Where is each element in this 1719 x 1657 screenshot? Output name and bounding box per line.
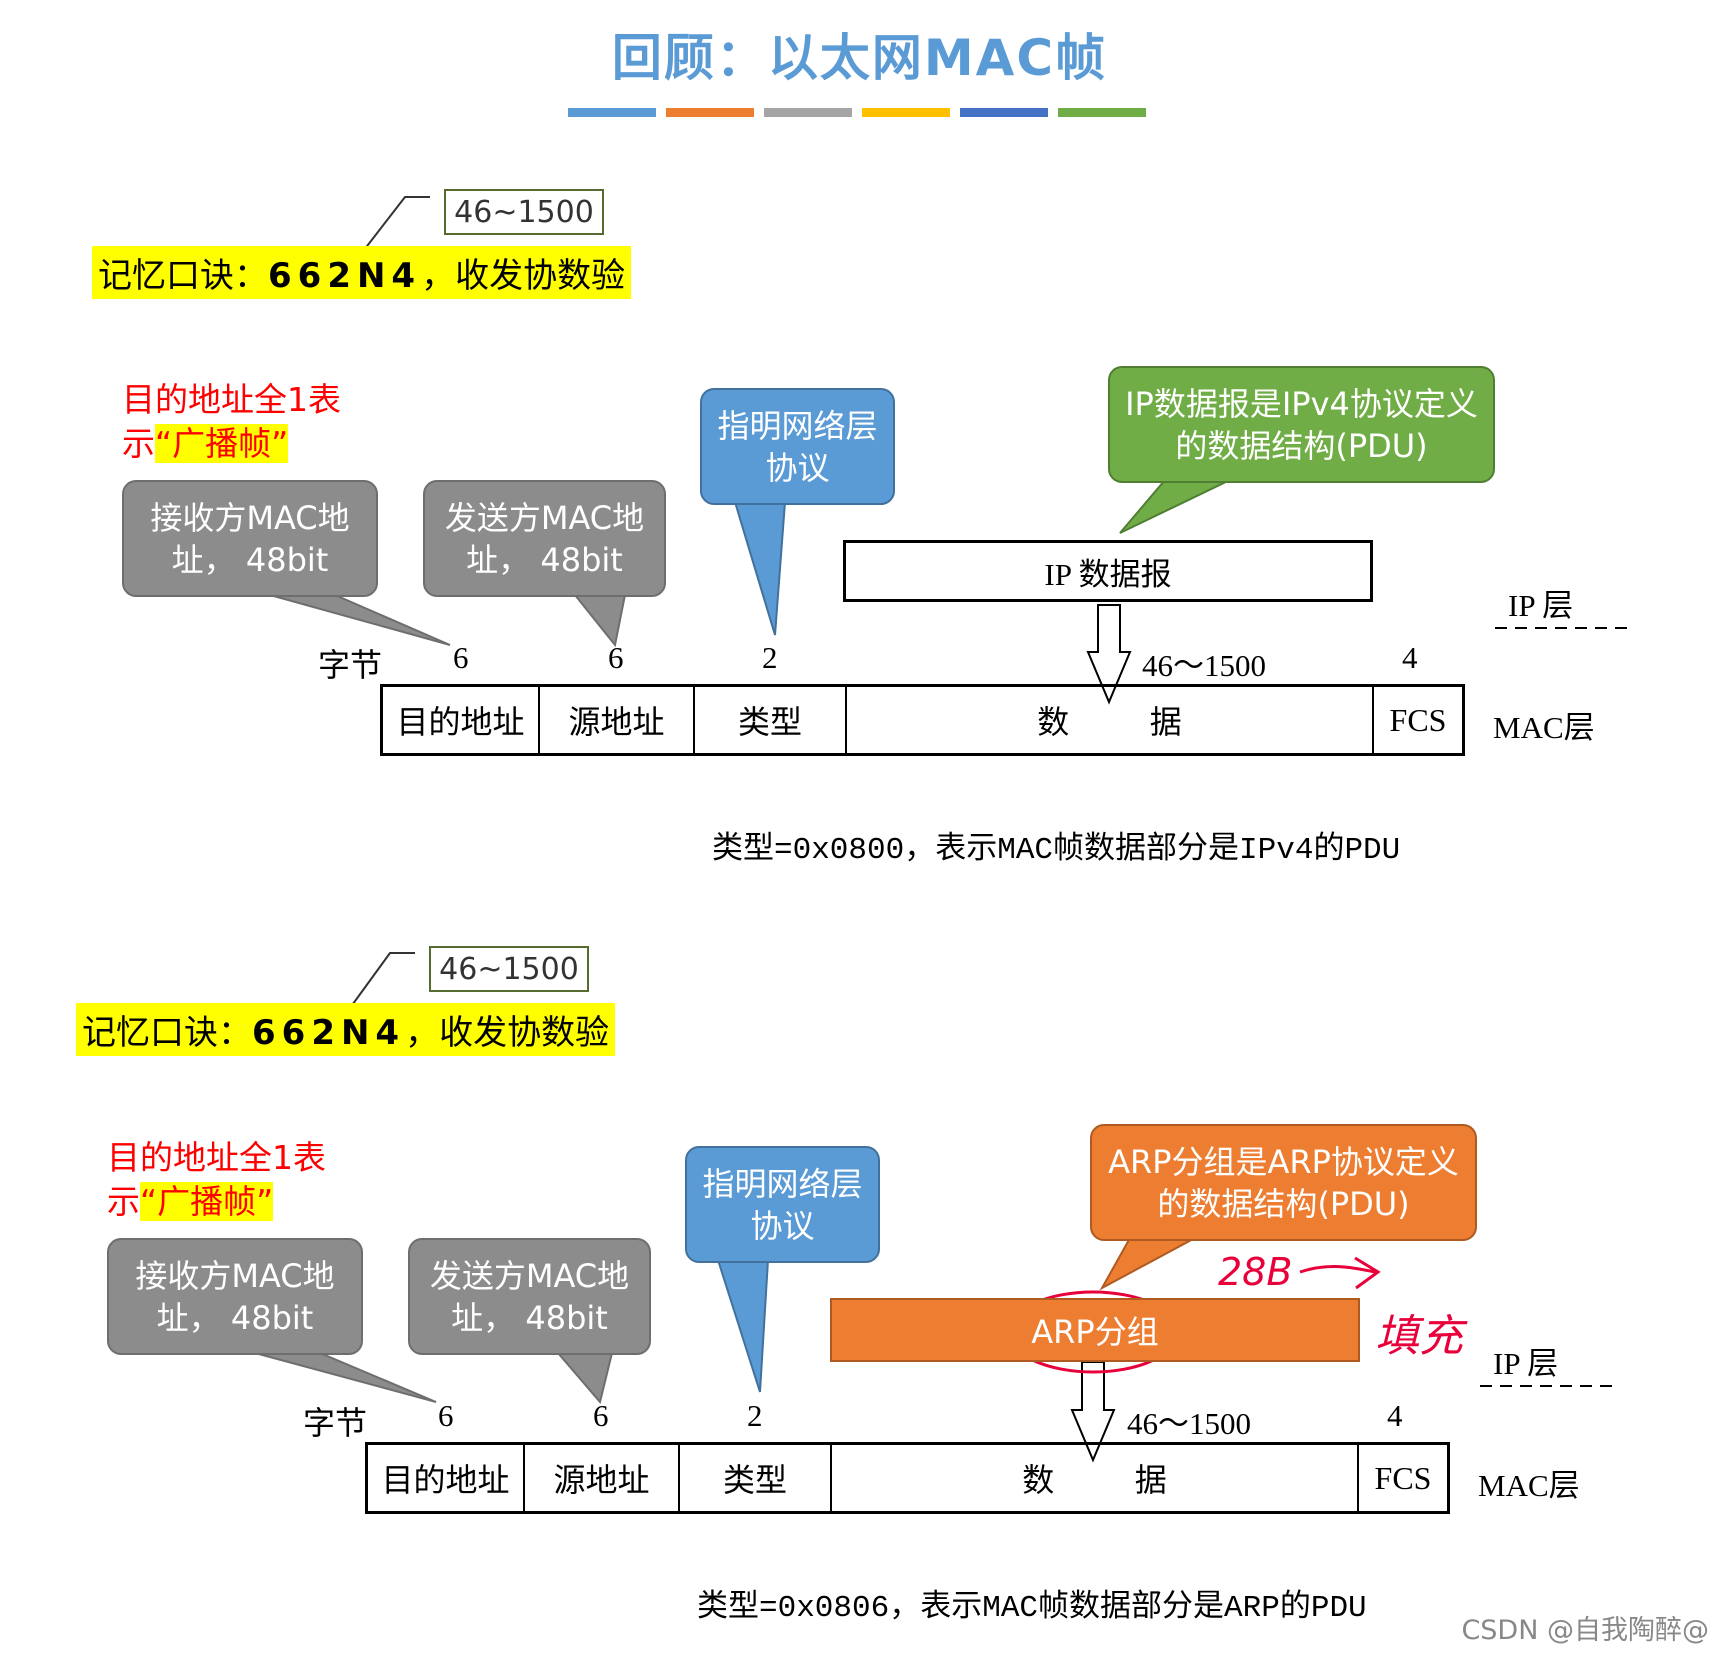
mac-frame-2: 目的地址 源地址 类型 数 据 FCS xyxy=(365,1442,1450,1514)
length-note-pointer-2 xyxy=(349,952,415,1009)
broadcast-prefix: 示 xyxy=(122,424,155,463)
mnemonic-prefix: 记忆口诀： xyxy=(98,256,268,296)
dst-mac-callout: 接收方MAC地址， 48bit xyxy=(122,480,378,597)
mnemonic-suffix: ，收发协数验 xyxy=(421,256,626,296)
type-callout-2: 指明网络层协议 xyxy=(685,1146,880,1263)
mac-frame: 目的地址 源地址 类型 数 据 FCS xyxy=(380,684,1465,756)
mnemonic-code-2: 662N4 xyxy=(252,1013,406,1053)
type-note: 类型=0x0800，表示MAC帧数据部分是IPv4的PDU xyxy=(712,833,1401,868)
mnemonic: 记忆口诀：662N4，收发协数验 xyxy=(92,246,632,299)
size-type: 2 xyxy=(762,640,778,675)
field-data-char1: 数 xyxy=(1037,704,1070,740)
type-callout: 指明网络层协议 xyxy=(700,388,895,505)
field-dst: 目的地址 xyxy=(383,687,540,753)
field-type-2: 类型 xyxy=(680,1445,832,1511)
broadcast-note-2: 目的地址全1表 示“广播帧” xyxy=(107,1136,326,1224)
broadcast-quote-2: “广播帧” xyxy=(140,1182,274,1221)
field-fcs: FCS xyxy=(1389,701,1447,738)
byte-label-2: 字节 xyxy=(303,1404,368,1442)
broadcast-line1-2: 目的地址全1表 xyxy=(107,1138,326,1177)
size-data-2: 46～1500 xyxy=(1127,1406,1251,1441)
size-dst: 6 xyxy=(453,640,469,675)
field-data-char2: 据 xyxy=(1149,704,1182,740)
size-type-2: 2 xyxy=(747,1398,763,1433)
size-fcs-2: 4 xyxy=(1387,1398,1403,1433)
field-data-2: 数 据 xyxy=(832,1445,1359,1511)
broadcast-note: 目的地址全1表 示“广播帧” xyxy=(122,378,341,466)
mnemonic-suffix-2: ，收发协数验 xyxy=(405,1013,610,1053)
type-note-2: 类型=0x0806，表示MAC帧数据部分是ARP的PDU xyxy=(697,1591,1367,1626)
byte-label: 字节 xyxy=(318,646,383,684)
dst-callout-tail-2 xyxy=(254,1352,437,1403)
ip-layer-label: IP 层 xyxy=(1508,588,1574,623)
title-bar-yellow xyxy=(862,108,950,117)
handwritten-pad: 填充 xyxy=(1375,1311,1463,1362)
ip-datagram-box: IP 数据报 xyxy=(843,540,1373,602)
mnemonic-2: 记忆口诀：662N4，收发协数验 xyxy=(76,1003,616,1056)
broadcast-prefix-2: 示 xyxy=(107,1182,140,1221)
broadcast-quote: “广播帧” xyxy=(155,424,289,463)
ip-layer-label-2: IP 层 xyxy=(1493,1346,1559,1381)
length-note: 46~1500 xyxy=(444,189,604,235)
mac-layer-label: MAC层 xyxy=(1493,710,1595,745)
field-src: 源地址 xyxy=(540,687,695,753)
encapsulation-arrow-2 xyxy=(1070,1361,1116,1463)
encapsulation-arrow xyxy=(1086,604,1132,705)
handwritten-arrow xyxy=(1299,1256,1381,1290)
field-src-2: 源地址 xyxy=(525,1445,680,1511)
field-dst-2: 目的地址 xyxy=(368,1445,525,1511)
field-data-char2-2: 据 xyxy=(1134,1462,1167,1498)
title-bar-green xyxy=(1058,108,1146,117)
src-mac-callout-2: 发送方MAC地址， 48bit xyxy=(408,1238,651,1355)
size-src: 6 xyxy=(608,640,624,675)
mnemonic-code: 662N4 xyxy=(268,256,422,296)
size-data: 46～1500 xyxy=(1142,648,1266,683)
field-type: 类型 xyxy=(695,687,847,753)
field-data-char1-2: 数 xyxy=(1022,1462,1055,1498)
payload-callout-2: ARP分组是ARP协议定义的数据结构(PDU) xyxy=(1090,1124,1477,1241)
payload-callout-tail-2 xyxy=(1099,1237,1196,1291)
credit-watermark: CSDN @自我陶醉@ xyxy=(1461,1615,1709,1646)
type-callout-tail-2 xyxy=(716,1259,770,1393)
payload-callout: IP数据报是IPv4协议定义的数据结构(PDU) xyxy=(1108,366,1495,483)
title-bar-orange xyxy=(666,108,754,117)
src-callout-tail-2 xyxy=(555,1352,614,1405)
dst-mac-callout-2: 接收方MAC地址， 48bit xyxy=(107,1238,363,1355)
src-callout-tail xyxy=(572,594,627,648)
length-note-2: 46~1500 xyxy=(429,946,589,992)
title-bar-gray xyxy=(764,108,852,117)
size-fcs: 4 xyxy=(1402,640,1418,675)
title-bar-blue xyxy=(568,108,656,117)
mnemonic-prefix-2: 记忆口诀： xyxy=(82,1013,252,1053)
arp-packet-box: ARP分组 xyxy=(830,1298,1360,1362)
page-title: 回顾：以太网MAC帧 xyxy=(611,29,1108,87)
length-note-pointer xyxy=(363,196,430,251)
dst-callout-tail xyxy=(269,594,451,646)
handwritten-size: 28B xyxy=(1218,1250,1293,1294)
broadcast-line1: 目的地址全1表 xyxy=(122,380,341,419)
field-fcs-2: FCS xyxy=(1374,1459,1432,1496)
size-src-2: 6 xyxy=(593,1398,609,1433)
payload-callout-tail xyxy=(1119,479,1231,534)
title-bar-darkblue xyxy=(960,108,1048,117)
mac-layer-label-2: MAC层 xyxy=(1478,1468,1580,1503)
field-data: 数 据 xyxy=(847,687,1374,753)
src-mac-callout: 发送方MAC地址， 48bit xyxy=(423,480,666,597)
size-dst-2: 6 xyxy=(438,1398,454,1433)
type-callout-tail xyxy=(733,501,787,636)
